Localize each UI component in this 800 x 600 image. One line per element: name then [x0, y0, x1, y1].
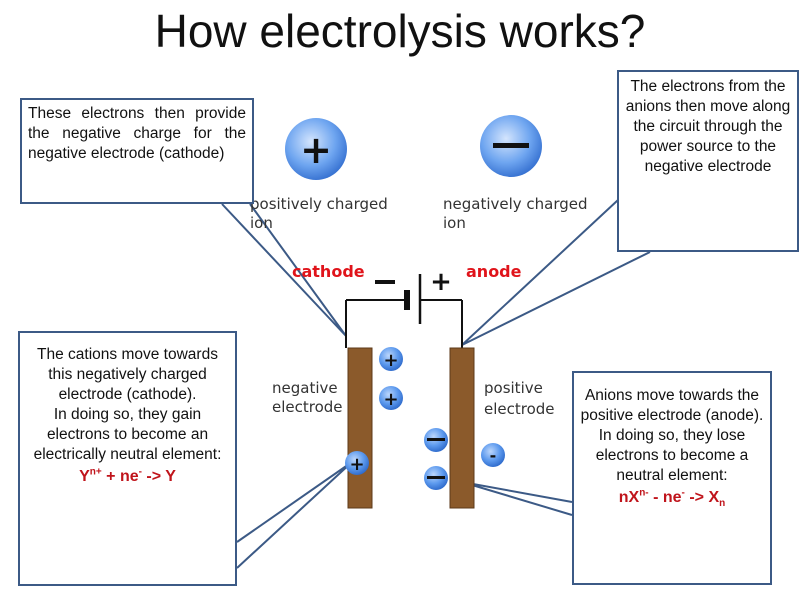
anion: -	[481, 443, 505, 467]
cation-at-cathode: +	[345, 451, 369, 475]
callout-text: In doing so, they gain electrons to beco…	[33, 406, 222, 463]
battery: +	[345, 267, 463, 348]
pointer-bottom-left	[236, 461, 353, 569]
negative-electrode-label-1: negative	[272, 379, 338, 397]
positive-ion-icon	[285, 118, 347, 180]
page-title: How electrolysis works?	[154, 5, 646, 57]
svg-text:+: +	[383, 389, 398, 410]
anode-label: anode	[466, 262, 522, 281]
anion	[424, 428, 448, 452]
negative-ion-legend: negatively charged ion	[443, 115, 588, 232]
positive-electrode-label-2: electrode	[484, 400, 555, 418]
negative-ion-symbol	[493, 143, 529, 148]
callout-cation-reduction: The cations move towards this negatively…	[18, 331, 237, 586]
positive-ion-label-1: positively charged	[250, 195, 388, 213]
negative-ion-label-2: ion	[443, 214, 466, 232]
positive-ion-legend: + positively charged ion	[250, 118, 388, 232]
positive-electrode	[449, 347, 475, 509]
anode-equation: nXn- - ne- -> Xn	[618, 487, 726, 510]
anion-at-anode	[424, 466, 448, 490]
negative-electrode	[347, 347, 373, 509]
positive-ion-symbol: +	[300, 128, 332, 172]
battery-negative-plate	[404, 290, 410, 310]
cathode-label: cathode	[292, 262, 365, 281]
battery-positive-sign: +	[430, 267, 452, 297]
negative-ion-label-1: negatively charged	[443, 195, 588, 213]
svg-text:+: +	[383, 350, 398, 371]
cathode-equation: Yn+ + ne- -> Y	[79, 466, 176, 485]
cation: +	[379, 347, 403, 371]
pointer-bottom-right	[461, 481, 573, 516]
callout-electron-flow: The electrons from the anions then move …	[617, 70, 799, 252]
negative-electrode-label-2: electrode	[272, 398, 343, 416]
positive-electrode-label-1: positive	[484, 379, 543, 397]
callout-cathode-charge: These electrons then provide the negativ…	[20, 98, 254, 204]
svg-text:+: +	[349, 454, 364, 475]
callout-text: Anions move towards the positive electro…	[580, 387, 764, 424]
positive-ion-label-2: ion	[250, 214, 273, 232]
callout-anion-oxidation: Anions move towards the positive electro…	[572, 371, 772, 585]
svg-text:-: -	[490, 446, 497, 465]
cation: +	[379, 386, 403, 410]
callout-text: The cations move towards this negatively…	[37, 346, 218, 403]
battery-negative-sign	[375, 280, 395, 284]
callout-text: In doing so, they lose electrons to beco…	[595, 427, 749, 484]
